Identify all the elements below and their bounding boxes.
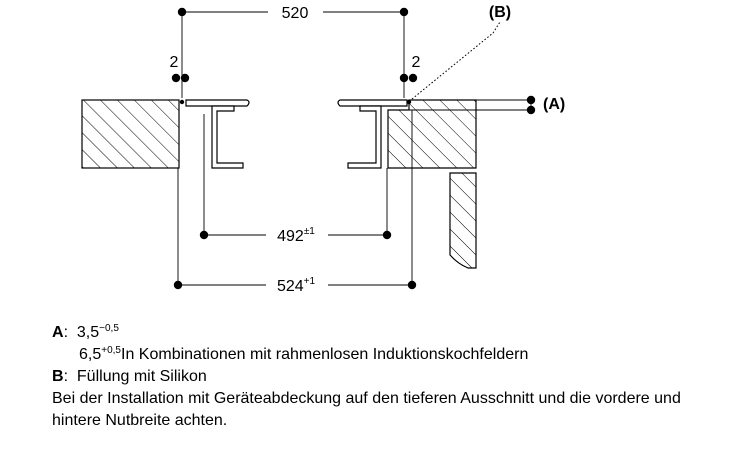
dim-label-520: 520 bbox=[282, 5, 309, 22]
dim-dot bbox=[526, 95, 536, 105]
dim-label-524: 524+1 bbox=[277, 276, 316, 295]
legend-a2-text: In Kombinationen mit rahmenlosen Indukti… bbox=[121, 346, 529, 363]
gap-dot-right bbox=[406, 99, 412, 105]
installation-diagram: 520 2 2 (A) (B) 492±1 524+1 bbox=[81, 4, 565, 295]
legend-a-tolerance: −0,5 bbox=[99, 323, 119, 334]
callout-b-leader bbox=[411, 21, 501, 100]
legend-a2-value: 6,5 bbox=[79, 346, 102, 363]
legend-row-a: A: 3,5−0,5 bbox=[52, 323, 119, 342]
callout-b-label: (B) bbox=[489, 4, 511, 21]
dim-dot bbox=[526, 105, 536, 115]
cabinet-panel bbox=[449, 172, 477, 269]
legend-a2-tolerance: +0,5 bbox=[101, 345, 121, 356]
legend-row-a2: 6,5+0,5In Kombinationen mit rahmenlosen … bbox=[52, 344, 528, 366]
dim-dot bbox=[173, 280, 183, 290]
appliance-plate-left bbox=[185, 99, 250, 107]
dim-dot bbox=[382, 230, 392, 240]
legend-key-a: A bbox=[52, 324, 64, 341]
dim-dot bbox=[171, 73, 181, 83]
callout-a-label: (A) bbox=[543, 96, 565, 113]
dim-dot bbox=[199, 230, 209, 240]
dim-dot bbox=[399, 7, 409, 17]
gap-dot-left bbox=[179, 99, 185, 105]
legend-b-text: Füllung mit Silikon bbox=[76, 368, 207, 385]
dim-dot bbox=[399, 73, 409, 83]
dim-dot bbox=[177, 7, 187, 17]
appliance-plate-right bbox=[337, 99, 408, 107]
dim-label-gap-right: 2 bbox=[412, 54, 421, 71]
appliance-bracket-left bbox=[211, 105, 244, 169]
legend: A: 3,5−0,5 6,5+0,5In Kombinationen mit r… bbox=[52, 322, 528, 388]
dim-dot bbox=[408, 73, 418, 83]
dim-label-gap-left: 2 bbox=[170, 54, 179, 71]
legend-row-b: B: Füllung mit Silikon bbox=[52, 368, 207, 385]
dim-dot bbox=[407, 280, 417, 290]
installation-note: Bei der Installation mit Geräteabdeckung… bbox=[52, 390, 681, 429]
legend-a-value: 3,5 bbox=[76, 324, 100, 341]
dim-label-492: 492±1 bbox=[277, 226, 315, 245]
appliance-bracket-right bbox=[347, 105, 382, 169]
legend-key-b: B bbox=[52, 368, 64, 385]
countertop-left bbox=[81, 99, 180, 169]
dim-dot bbox=[180, 73, 190, 83]
